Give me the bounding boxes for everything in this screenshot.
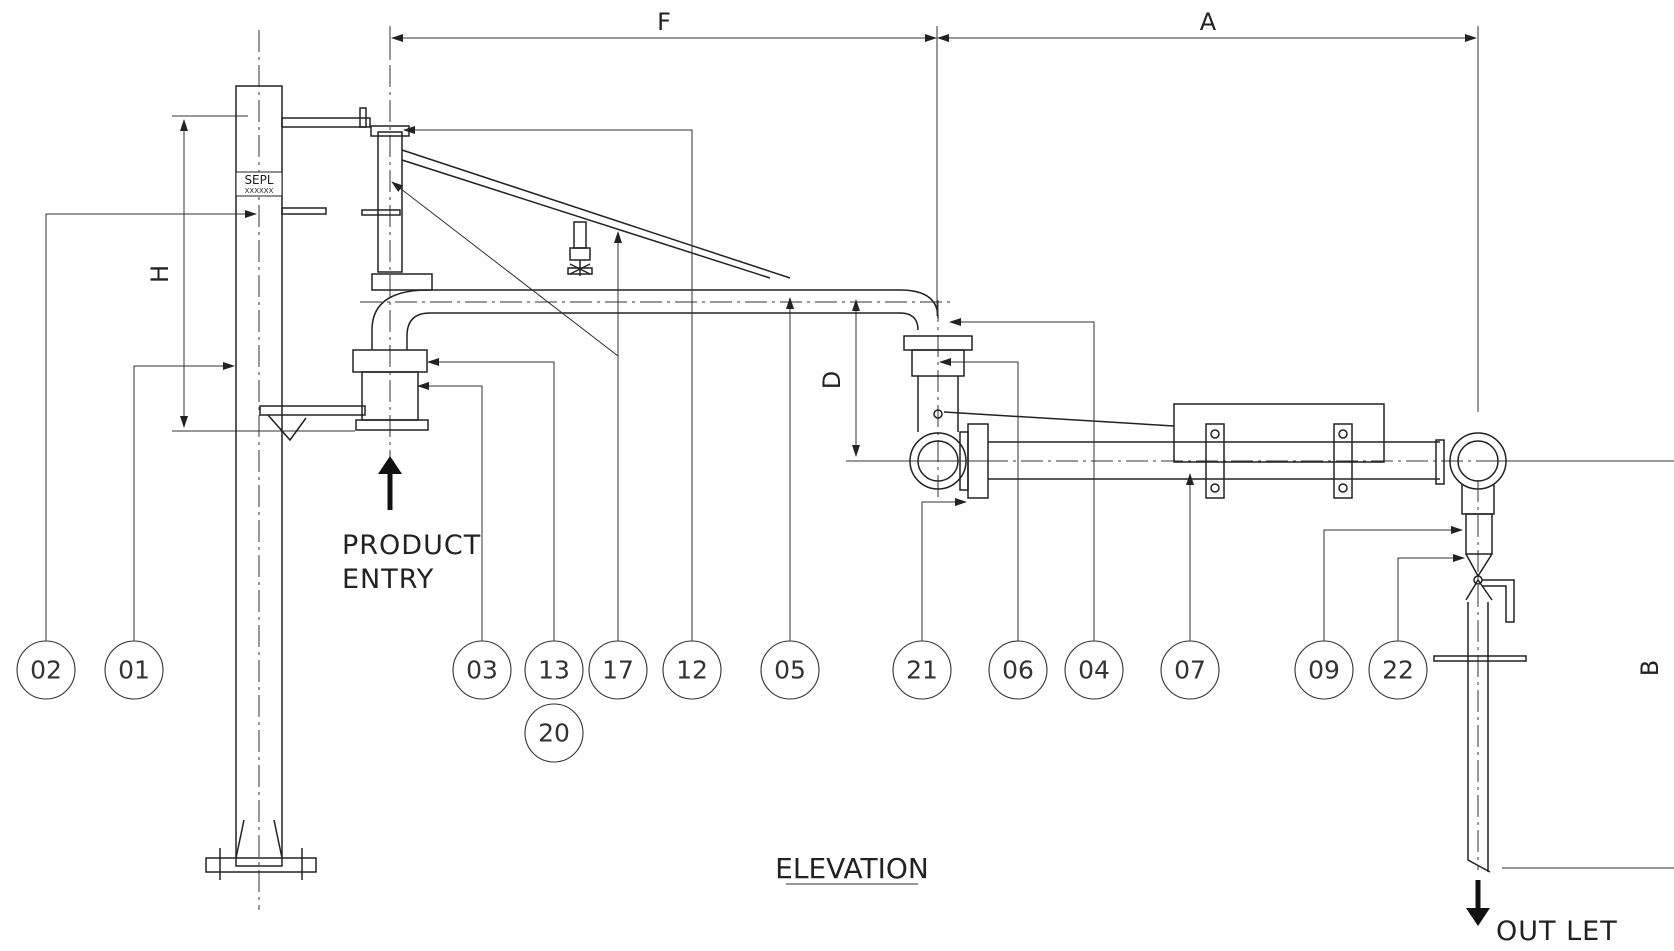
outlet-label: OUT LET	[1496, 916, 1618, 946]
balloon-17: 17	[588, 640, 648, 700]
dimension-b: B	[1482, 460, 1674, 869]
svg-text:02: 02	[30, 656, 62, 685]
nameplate-maker: SEPL	[244, 173, 273, 187]
dimension-h: H	[146, 115, 355, 432]
dimension-d: D	[818, 299, 1000, 462]
svg-text:21: 21	[906, 656, 938, 685]
balloon-01: 01	[104, 640, 164, 700]
svg-text:22: 22	[1382, 656, 1414, 685]
svg-text:20: 20	[538, 719, 570, 748]
inlet-riser	[352, 30, 939, 470]
balloon-20: 20	[524, 703, 584, 763]
svg-text:07: 07	[1174, 656, 1206, 685]
product-entry-label-line1: PRODUCT	[342, 530, 481, 561]
balloon-13: 13	[524, 640, 584, 700]
balloon-06: 06	[988, 640, 1048, 700]
balloon-12: 12	[662, 640, 722, 700]
balloon-22: 22	[1368, 640, 1428, 700]
svg-text:03: 03	[466, 656, 498, 685]
dimension-label-a: A	[1200, 8, 1217, 36]
balloon-05: 05	[760, 640, 820, 700]
dimension-label-b: B	[1636, 660, 1664, 676]
dimension-label-d: D	[818, 371, 846, 389]
support-column: SEPL XXXXXX	[205, 30, 371, 910]
svg-text:12: 12	[676, 656, 708, 685]
leader-lines	[45, 126, 1465, 642]
svg-text:01: 01	[118, 656, 150, 685]
balloon-07: 07	[1160, 640, 1220, 700]
balloon-04: 04	[1064, 640, 1124, 700]
svg-text:13: 13	[538, 656, 570, 685]
dimension-label-f: F	[657, 8, 671, 36]
nameplate: SEPL XXXXXX	[235, 171, 283, 197]
balloon-03: 03	[452, 640, 512, 700]
svg-text:06: 06	[1002, 656, 1034, 685]
svg-text:05: 05	[774, 656, 806, 685]
product-entry-arrow	[378, 456, 402, 510]
dimension-label-h: H	[146, 265, 174, 283]
balloon-21: 21	[892, 640, 952, 700]
product-entry-label-line2: ENTRY	[342, 564, 434, 595]
inner-arm	[360, 149, 950, 303]
dimension-a: A	[936, 8, 1479, 412]
drawing-title: ELEVATION	[775, 852, 929, 885]
drop-pipe	[1433, 480, 1527, 873]
balloon-02: 02	[16, 640, 76, 700]
svg-text:09: 09	[1308, 656, 1340, 685]
outlet-arrow	[1466, 880, 1490, 926]
nameplate-serial: XXXXXX	[245, 187, 274, 195]
svg-text:04: 04	[1078, 656, 1110, 685]
dimension-f: F	[389, 8, 937, 60]
svg-text:17: 17	[602, 656, 634, 685]
balloon-09: 09	[1294, 640, 1354, 700]
outer-arm	[846, 300, 1674, 500]
item-balloons: 02 01 03 13 20 17 12 05 21 06 04 07 09 2…	[16, 640, 1428, 763]
